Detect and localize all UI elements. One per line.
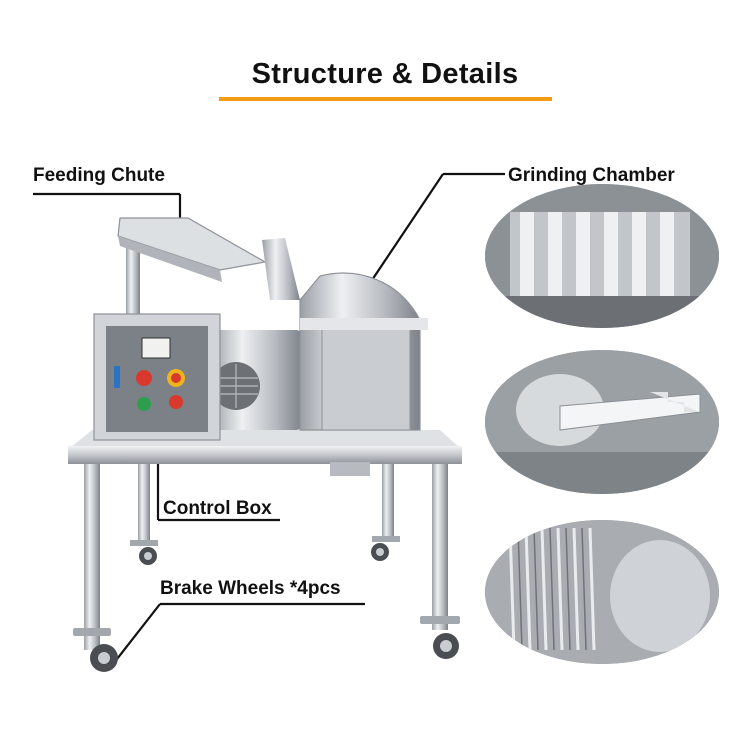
feeding-chute-label: Feeding Chute (33, 165, 165, 186)
power-indicator (169, 395, 183, 409)
brake-wheels-callout-line (109, 602, 365, 669)
chute-support (126, 240, 140, 320)
leg-front-left (84, 462, 100, 650)
wheel-front-left (73, 628, 118, 672)
control-box-label: Control Box (163, 498, 272, 519)
title-underline (219, 97, 552, 101)
leg-front-right (432, 462, 448, 630)
grinding-chamber-label: Grinding Chamber (508, 165, 675, 186)
ammeter (141, 337, 171, 359)
stop-button (136, 370, 152, 386)
grinding-chamber-callout-line (359, 172, 505, 299)
leg-back-right (382, 462, 394, 540)
brake-wheels-label: Brake Wheels *4pcs (160, 578, 341, 599)
page-title: Structure & Details (251, 58, 519, 90)
start-button (137, 397, 151, 411)
wheel-back-left (130, 540, 158, 565)
wheel-front-right (420, 616, 460, 659)
grinding-rotor-detail (485, 184, 719, 328)
wheel-back-right (371, 536, 400, 561)
grinding-blade-detail (485, 350, 719, 494)
grinder-machine (68, 217, 462, 672)
leg-back-left (138, 462, 150, 542)
feeding-chute (117, 217, 267, 271)
screen-chamber-detail (485, 520, 719, 664)
table-frame (68, 446, 462, 464)
